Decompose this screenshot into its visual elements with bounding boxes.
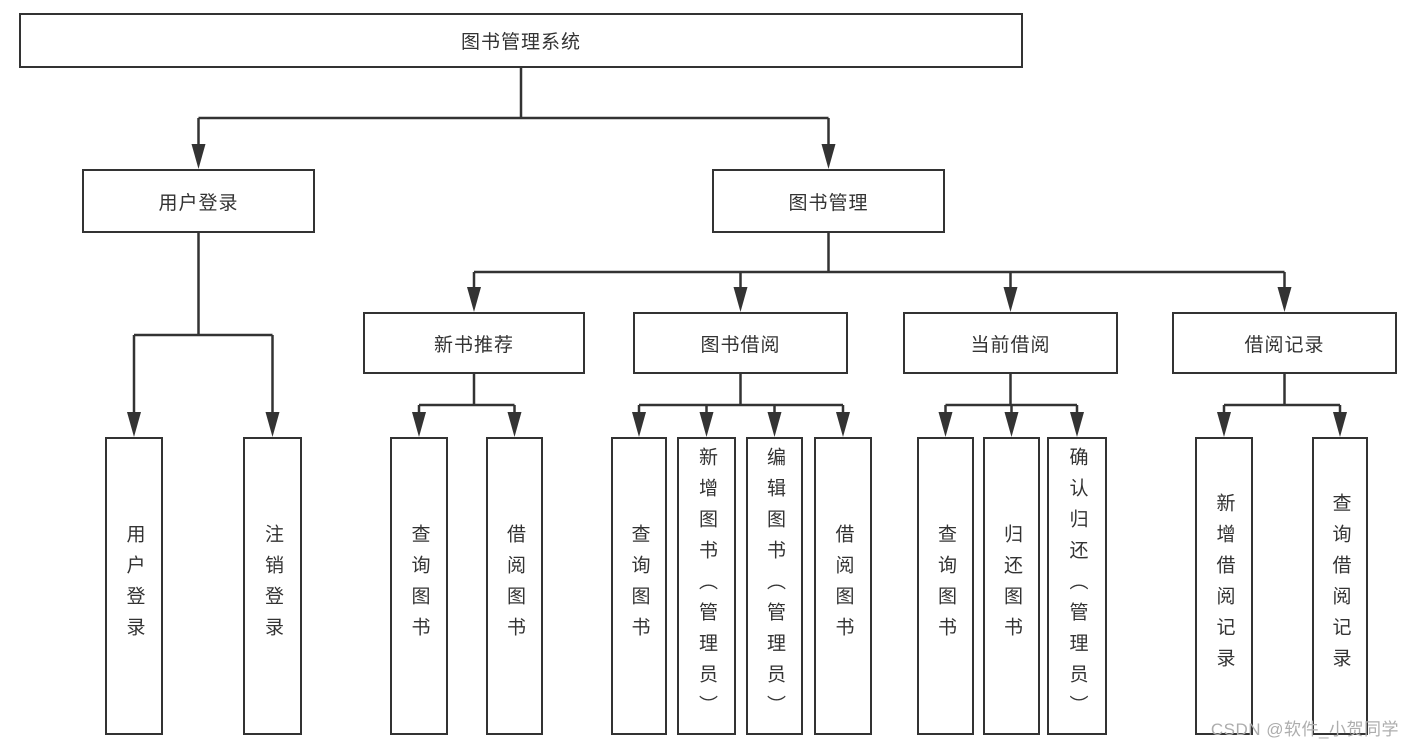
node-label: 借阅图书 (832, 524, 854, 648)
node-new-book-recommend: 新书推荐 (363, 312, 585, 374)
leaf-current-confirm-return-admin: 确认归还（管理员） (1047, 437, 1107, 735)
node-label: 归还图书 (1001, 524, 1022, 648)
leaf-borrow-edit-book-admin: 编辑图书（管理员） (746, 437, 803, 735)
leaf-recommend-borrow-book: 借阅图书 (486, 437, 543, 735)
node-label: 当前借阅 (970, 334, 1051, 356)
node-label: 新增图书（管理员） (696, 446, 717, 726)
node-label: 借阅记录 (1244, 334, 1325, 356)
node-label: 确认归还（管理员） (1066, 446, 1088, 726)
leaf-borrow-add-book-admin: 新增图书（管理员） (677, 437, 736, 735)
node-label: 新增借阅记录 (1213, 493, 1235, 679)
leaf-logout: 注销登录 (243, 437, 302, 735)
node-book-borrow: 图书借阅 (633, 312, 848, 374)
leaf-current-query-book: 查询图书 (917, 437, 974, 735)
node-label: 用户登录 (158, 192, 239, 214)
node-label: 新书推荐 (433, 334, 514, 356)
leaf-recommend-query-book: 查询图书 (390, 437, 448, 735)
node-current-borrow: 当前借阅 (903, 312, 1118, 374)
leaf-borrow-query-book: 查询图书 (611, 437, 667, 735)
leaf-records-query-record: 查询借阅记录 (1312, 437, 1368, 735)
node-label: 图书借阅 (700, 334, 781, 356)
node-label: 图书管理系统 (460, 32, 581, 53)
leaf-records-add-record: 新增借阅记录 (1195, 437, 1253, 735)
node-label: 图书管理 (788, 192, 869, 214)
node-label: 编辑图书（管理员） (764, 446, 785, 726)
node-book-management: 图书管理 (712, 169, 945, 233)
leaf-current-return-book: 归还图书 (983, 437, 1040, 735)
csdn-watermark: CSDN @软件_小贺同学 (1210, 720, 1399, 739)
node-label: 注销登录 (262, 524, 283, 648)
node-library-management-system: 图书管理系统 (19, 13, 1023, 68)
node-borrow-records: 借阅记录 (1172, 312, 1397, 374)
node-label: 用户登录 (123, 524, 145, 648)
node-label: 查询借阅记录 (1329, 493, 1351, 679)
node-label: 查询图书 (408, 524, 430, 648)
node-label: 查询图书 (628, 524, 650, 648)
leaf-user-login: 用户登录 (105, 437, 163, 735)
node-user-login: 用户登录 (82, 169, 315, 233)
leaf-borrow-borrow-book: 借阅图书 (814, 437, 872, 735)
arrowheads (127, 144, 1347, 437)
node-label: 查询图书 (935, 524, 956, 648)
node-label: 借阅图书 (504, 524, 525, 648)
